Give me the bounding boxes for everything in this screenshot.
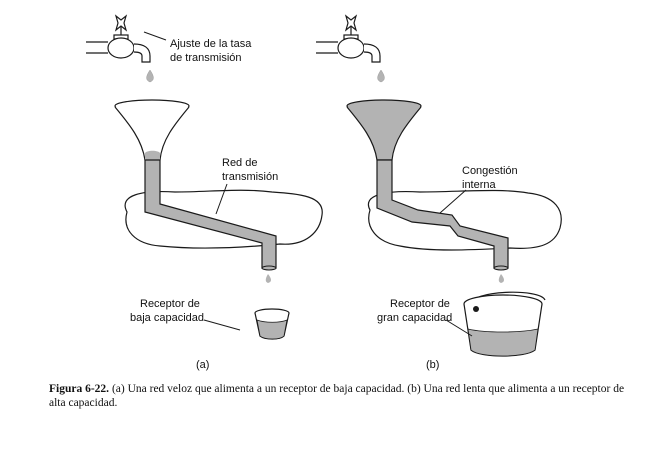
figure-diagram: Ajuste de la tasa de transmisión Red de … xyxy=(85,15,562,371)
drop-b-top xyxy=(377,69,385,83)
label-rate-adjust-1: Ajuste de la tasa xyxy=(170,38,252,50)
caption-figure-label: Figura 6-22. xyxy=(49,383,110,395)
figure-caption: Figura 6-22. (a) Una red veloz que alime… xyxy=(49,382,639,410)
label-receiver-b-2: gran capacidad xyxy=(377,312,452,324)
label-network-1: Red de xyxy=(222,157,257,169)
funnel-a-liquid-small xyxy=(145,150,160,160)
label-receiver-a-2: baja capacidad xyxy=(130,312,204,324)
drop-a-top xyxy=(146,69,154,83)
panel-a-tag: (a) xyxy=(196,359,209,371)
drop-b-bottom xyxy=(498,274,504,283)
panel-b: Congestión interna Receptor de gran capa… xyxy=(315,15,562,371)
label-receiver-a-1: Receptor de xyxy=(140,298,200,310)
label-receiver-b-1: Receptor de xyxy=(390,298,450,310)
caption-text: (a) Una red veloz que alimenta a un rece… xyxy=(49,383,625,409)
faucet-b-icon xyxy=(315,15,381,63)
label-network-2: transmisión xyxy=(222,171,278,183)
panel-b-tag: (b) xyxy=(426,359,439,371)
network-blob-a xyxy=(124,189,323,249)
network-blob-b xyxy=(367,189,562,251)
label-congestion-1: Congestión xyxy=(462,165,518,177)
faucet-a-icon xyxy=(85,15,151,63)
funnel-b-cone xyxy=(346,106,422,161)
label-rate-adjust-2: de transmisión xyxy=(170,52,242,64)
drop-a-bottom xyxy=(265,274,271,283)
label-congestion-2: interna xyxy=(462,179,497,191)
panel-a: Ajuste de la tasa de transmisión Red de … xyxy=(85,15,323,371)
